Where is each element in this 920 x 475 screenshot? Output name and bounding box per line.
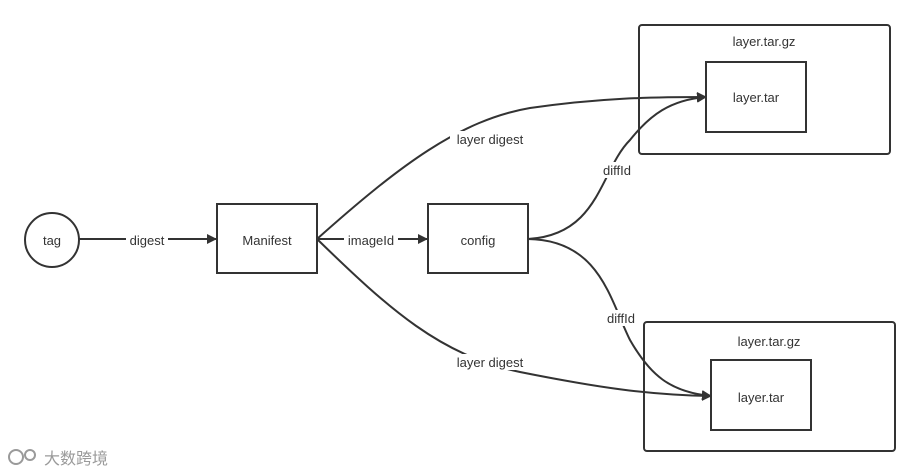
- config-label: config: [461, 233, 496, 248]
- node-layer-tar-top: [705, 61, 807, 133]
- edge-config-layer-bottom: [527, 238, 712, 401]
- tag-label: tag: [43, 233, 61, 248]
- layer-tar-top-label: layer.tar: [733, 90, 780, 105]
- node-tag: [24, 212, 80, 268]
- edge-label-diffid-bottom: diffId: [607, 311, 635, 326]
- logo-icon: [8, 449, 36, 465]
- edge-label-digest: digest: [130, 233, 165, 248]
- edge-label-layer-digest-top: layer digest: [457, 132, 524, 147]
- edge-label-imageid: imageId: [348, 233, 394, 248]
- manifest-label: Manifest: [242, 233, 292, 248]
- layer-gz-top-label: layer.tar.gz: [733, 34, 796, 49]
- edge-manifest-layer-top: [316, 92, 707, 240]
- edge-label-diffid-top: diffId: [603, 163, 631, 178]
- edge-config-layer-top: [527, 92, 707, 240]
- layer-tar-bottom-label: layer.tar: [738, 390, 785, 405]
- node-config: [427, 203, 529, 274]
- watermark-text: 大数跨境: [44, 449, 108, 468]
- edge-label-layer-digest-bottom: layer digest: [457, 355, 524, 370]
- node-manifest: [216, 203, 318, 274]
- edge-manifest-layer-bottom: [316, 238, 712, 401]
- node-layer-tar-bottom: [710, 359, 812, 431]
- layer-gz-bottom-label: layer.tar.gz: [738, 334, 801, 349]
